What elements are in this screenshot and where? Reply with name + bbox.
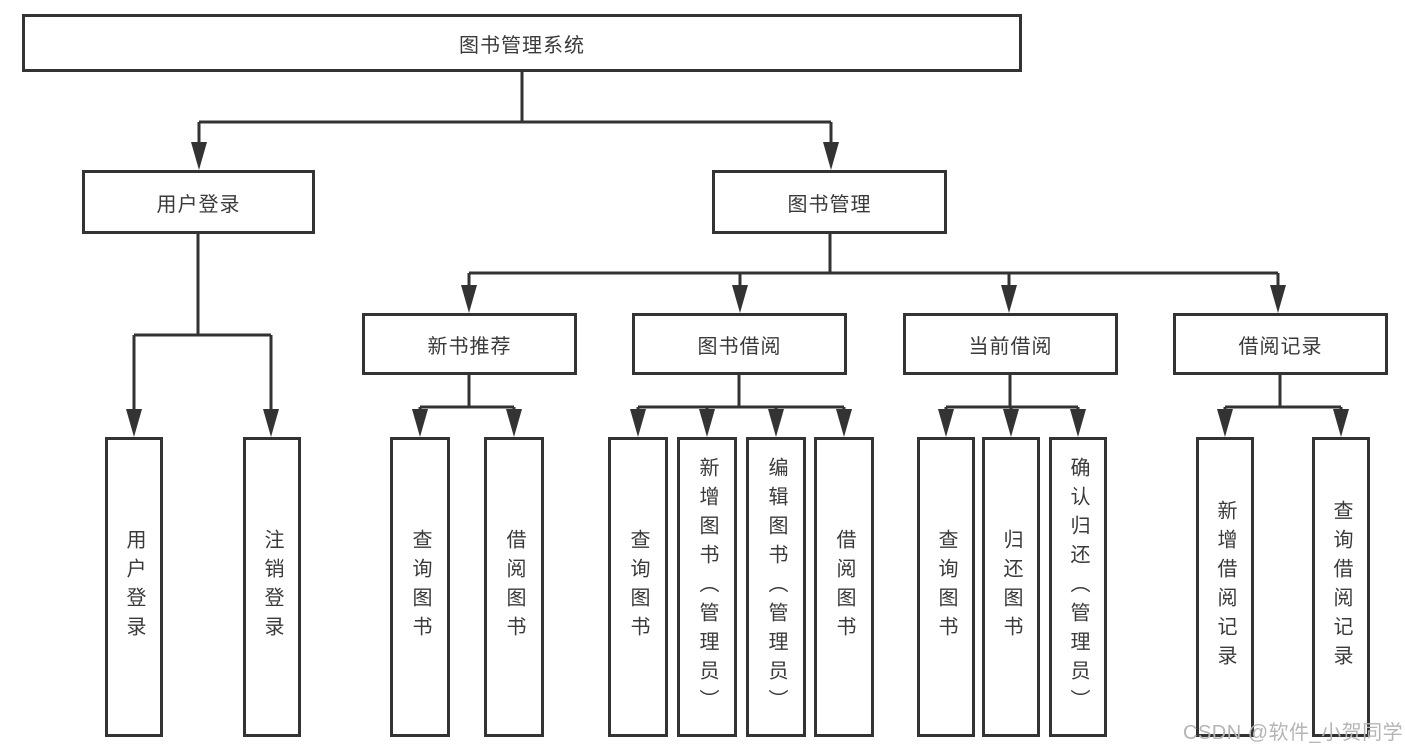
leaf-confirm-return-admin: 确认归还（管理员） [1049, 437, 1107, 737]
node-book-borrowing: 图书借阅 [632, 313, 847, 375]
node-borrowing-records: 借阅记录 [1173, 313, 1388, 375]
leaf-borrow-books-borrowing: 借阅图书 [814, 437, 874, 737]
watermark: CSDN @软件_小贺同学 [1183, 722, 1404, 744]
node-root-library-system: 图书管理系统 [22, 14, 1022, 72]
leaf-return-books: 归还图书 [982, 437, 1040, 737]
node-new-book-recommendation: 新书推荐 [362, 313, 577, 375]
leaf-query-books-current: 查询图书 [917, 437, 975, 737]
node-book-management: 图书管理 [712, 170, 947, 234]
leaf-add-borrow-record: 新增借阅记录 [1196, 437, 1254, 737]
node-user-login: 用户登录 [82, 170, 315, 234]
leaf-query-books-borrowing: 查询图书 [608, 437, 668, 737]
leaf-logout: 注销登录 [243, 437, 301, 737]
leaf-query-borrow-record: 查询借阅记录 [1312, 437, 1370, 737]
leaf-query-books-recommend: 查询图书 [390, 437, 450, 737]
node-current-borrowing: 当前借阅 [903, 313, 1118, 375]
leaf-user-login: 用户登录 [105, 437, 163, 737]
leaf-edit-books-admin: 编辑图书（管理员） [746, 437, 806, 737]
leaf-borrow-books-recommend: 借阅图书 [484, 437, 544, 737]
leaf-add-books-admin: 新增图书（管理员） [677, 437, 737, 737]
